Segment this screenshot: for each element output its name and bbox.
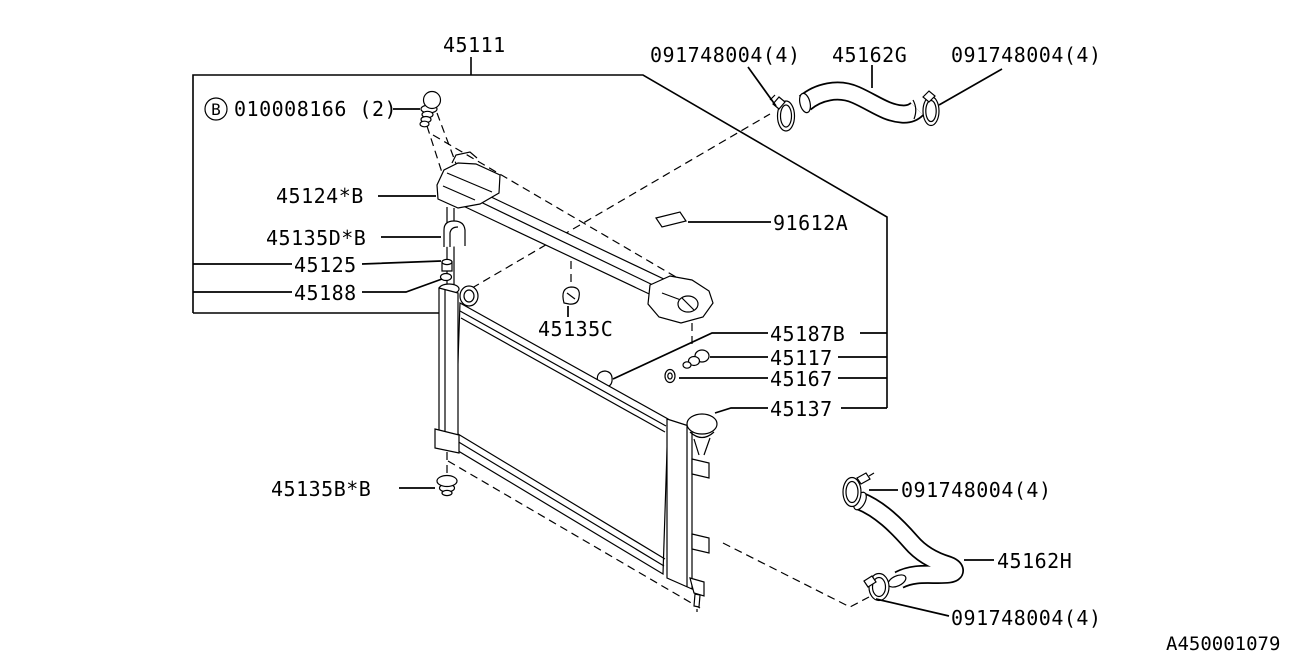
lower-top-clamp-screw xyxy=(856,472,871,485)
part-45125-top xyxy=(441,258,453,266)
ring-45188 xyxy=(439,272,453,282)
label-clamp-lower-bottom: 091748004(4) xyxy=(951,606,1102,630)
label-91612a: 91612A xyxy=(773,211,848,235)
label-45187b: 45187B xyxy=(770,322,845,346)
leader-upper-right-clamp xyxy=(938,68,1003,106)
left-bracket-detail xyxy=(442,172,493,201)
label-45135db: 45135D*B xyxy=(266,226,366,250)
bolt-head xyxy=(422,90,442,110)
dashed-inlet-to-upper-hose xyxy=(471,113,771,289)
left-tank-foot xyxy=(434,428,460,454)
upper-hose-drawing xyxy=(769,81,940,132)
radiator-core xyxy=(454,301,669,576)
dashed-behind-radiator xyxy=(447,460,701,609)
upper-support-bar-drawing xyxy=(436,151,714,388)
label-bolt-code: 010008166 (2) xyxy=(234,97,397,121)
upper-hose-right-end xyxy=(912,99,917,120)
label-45162h: 45162H xyxy=(997,549,1072,573)
right-tank xyxy=(666,418,693,590)
upper-right-clamp-screw xyxy=(922,90,936,103)
bracket-clip-detail xyxy=(681,297,695,311)
upper-left-clamp-band xyxy=(779,104,793,128)
leader-lines xyxy=(193,65,1003,617)
label-45125: 45125 xyxy=(294,253,357,277)
inlet-pipe-bore xyxy=(463,289,475,303)
lower-top-clamp-screw-tip xyxy=(868,472,875,477)
lower-top-clamp-band xyxy=(845,480,859,504)
label-45117: 45117 xyxy=(770,346,833,370)
label-45111: 45111 xyxy=(443,33,506,57)
sticker-91612a xyxy=(655,211,687,228)
bracket-outline xyxy=(192,74,888,408)
label-45124b: 45124*B xyxy=(276,184,364,208)
leader-upper-left-clamp xyxy=(747,66,777,107)
dashed-outlet-to-lower-hose xyxy=(722,542,870,608)
lower-bottom-clamp-band xyxy=(871,576,887,598)
label-clamp-upper-right: 091748004(4) xyxy=(951,43,1102,67)
core-header-lines xyxy=(456,310,667,567)
cushion-45135b-base xyxy=(441,489,453,497)
clip-45135d xyxy=(443,220,466,247)
label-drawing-code: A450001079 xyxy=(1166,633,1280,653)
part-labels: 45111 B 010008166 (2) 45124*B 45135D*B 4… xyxy=(204,33,1280,653)
inlet-pipe xyxy=(459,285,479,307)
leader-45187b xyxy=(612,332,887,380)
clip-45135d-inner xyxy=(449,226,459,247)
leader-lower-bottom-clamp xyxy=(875,598,950,617)
label-45135bb: 45135B*B xyxy=(271,477,371,501)
bolt-thread-3 xyxy=(419,120,430,128)
cock-45117-body xyxy=(687,355,701,367)
clip-45135c-detail xyxy=(566,292,576,300)
filler-neck xyxy=(689,431,715,456)
label-45137: 45137 xyxy=(770,397,833,421)
leader-45125 xyxy=(193,260,442,265)
leader-45137 xyxy=(714,407,887,414)
lower-hose-drawing xyxy=(842,472,964,602)
upper-hose-left-end xyxy=(799,92,811,114)
cock-45117-tip xyxy=(682,361,692,369)
radiator-drawing xyxy=(434,283,718,608)
dashed-bar-alignment xyxy=(432,134,694,288)
label-clamp-upper-left: 091748004(4) xyxy=(650,43,801,67)
filler-neck-cap xyxy=(686,413,718,435)
support-bar-edge-line xyxy=(463,193,685,301)
label-45188: 45188 xyxy=(294,281,357,305)
label-clamp-lower-top: 091748004(4) xyxy=(901,478,1052,502)
lower-bottom-clamp-screw xyxy=(863,575,877,588)
small-parts xyxy=(419,90,710,497)
grouping-bracket xyxy=(192,57,888,408)
label-45167: 45167 xyxy=(770,367,833,391)
left-mount-bracket xyxy=(436,162,501,209)
label-b-badge: B xyxy=(211,100,221,119)
washer-45167-bore xyxy=(667,372,673,380)
leader-45188 xyxy=(193,278,443,293)
left-tank xyxy=(438,287,459,453)
drain-plug-tip xyxy=(693,593,701,608)
washer-45167 xyxy=(664,368,676,384)
lower-hose-fill xyxy=(856,493,963,588)
circle-b-badge xyxy=(204,97,228,121)
cushion-45135b-top xyxy=(436,474,458,488)
upper-hose-fill xyxy=(799,83,923,122)
drain-outlet xyxy=(689,577,705,597)
dashed-bolt-projection xyxy=(426,125,446,183)
left-bracket-tab xyxy=(451,151,478,164)
label-45135c: 45135C xyxy=(538,317,613,341)
right-tank-tabs xyxy=(691,458,710,554)
label-45162g: 45162G xyxy=(832,43,907,67)
